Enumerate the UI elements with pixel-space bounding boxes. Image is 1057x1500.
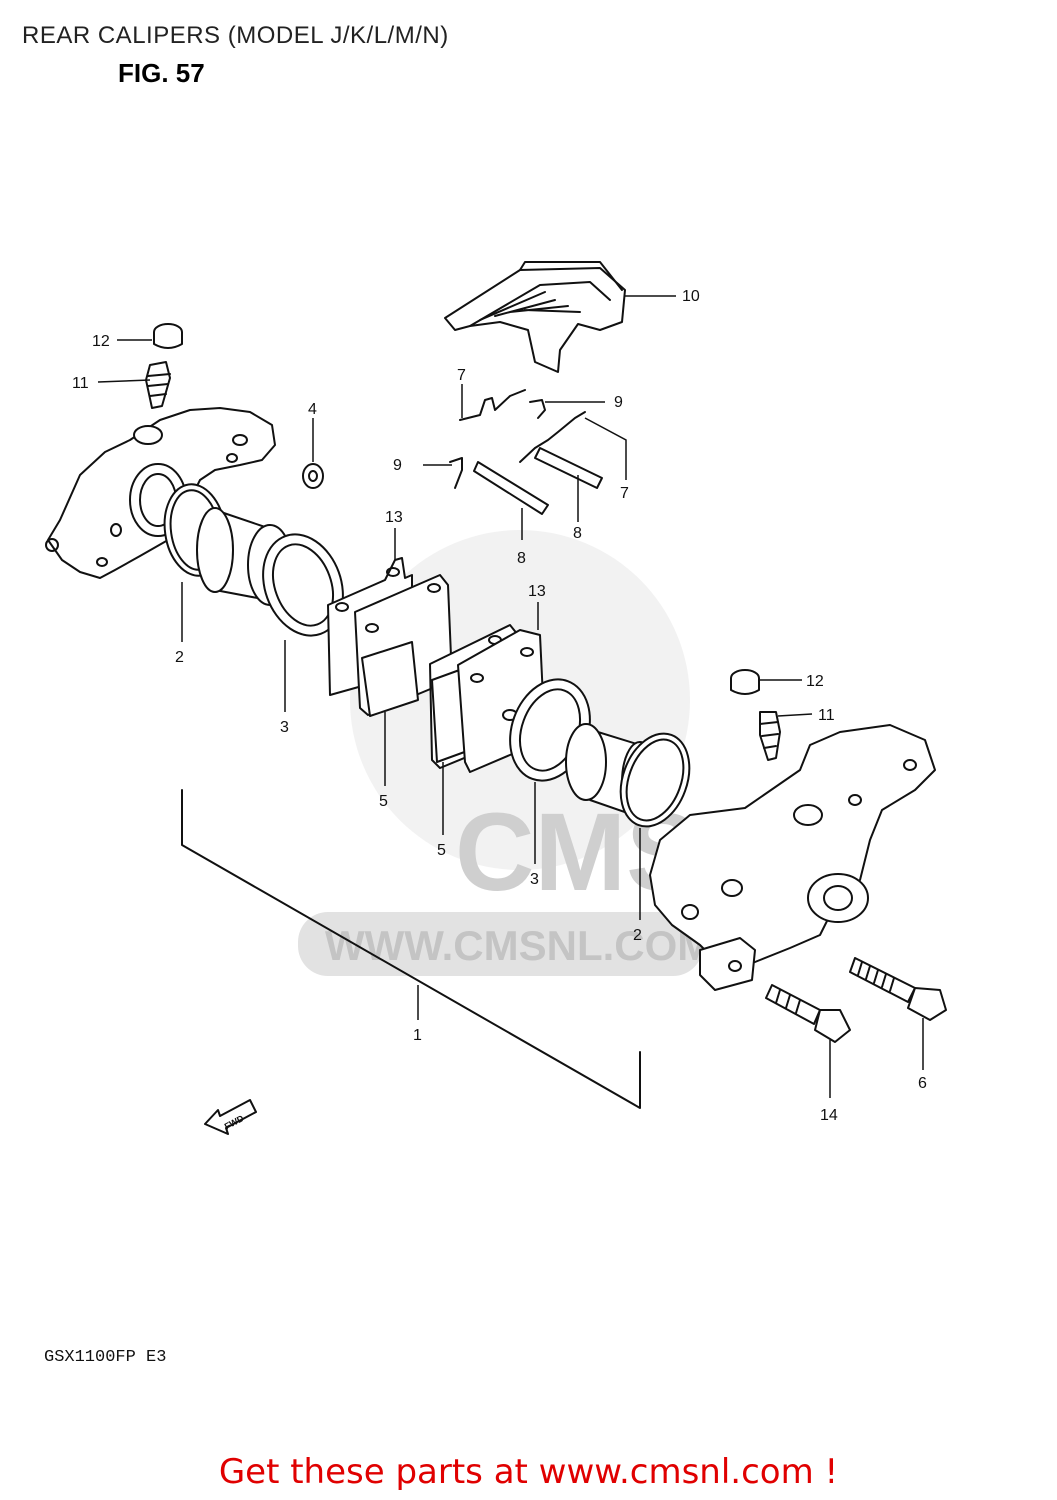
callout-12-right: 12 (806, 673, 824, 690)
callout-8-right: 8 (573, 525, 582, 542)
bleeder-cap-left (153, 323, 183, 349)
pin-clip-right (529, 399, 546, 419)
callout-7-lower: 7 (620, 485, 629, 502)
callout-10: 10 (682, 288, 700, 305)
callout-1: 1 (413, 1027, 422, 1044)
caliper-bolt-long (849, 957, 947, 1021)
washer (302, 463, 324, 489)
page-title: REAR CALIPERS (MODEL J/K/L/M/N) (22, 22, 449, 49)
caliper-bolt-short (765, 984, 851, 1043)
callout-9-right: 9 (614, 394, 623, 411)
callout-9-left: 9 (393, 457, 402, 474)
leader-lines (97, 295, 924, 1098)
fwd-arrow-icon: FWD (204, 1099, 257, 1135)
callout-12-left: 12 (92, 333, 110, 350)
callout-3-left: 3 (280, 719, 289, 736)
callout-5-right: 5 (437, 842, 446, 859)
callout-5-left: 5 (379, 793, 388, 810)
bleeder-valve-left (145, 361, 171, 409)
callout-13-right: 13 (528, 583, 546, 600)
pad-retainer-spring-upper (459, 389, 526, 421)
callout-11-left: 11 (72, 375, 89, 392)
pad-spring (444, 261, 626, 373)
bracket-bushing (699, 937, 756, 991)
assembly-bracket-1 (181, 789, 641, 1109)
pad-retainer-spring-lower (519, 411, 586, 463)
watermark-url-text: WWW.CMSNL.COM (325, 922, 712, 969)
pin-clip-left (449, 457, 463, 489)
callout-3-right: 3 (530, 871, 539, 888)
figure-label: FIG. 57 (118, 58, 205, 88)
callout-4: 4 (308, 401, 317, 418)
callout-7-upper: 7 (457, 367, 466, 384)
callout-14: 14 (820, 1107, 838, 1124)
callout-13-left: 13 (385, 509, 403, 526)
callout-8-left: 8 (517, 550, 526, 567)
bleeder-cap-right (730, 669, 760, 695)
bleeder-valve-right (759, 711, 781, 761)
callout-2-right: 2 (633, 927, 642, 944)
callout-labels: 12 11 4 2 3 13 5 5 13 3 2 10 7 9 9 7 8 8… (72, 288, 927, 1124)
footer-cta-link[interactable]: Get these parts at www.cmsnl.com ! (218, 1452, 839, 1492)
dust-seal-left (262, 533, 344, 637)
callout-2-left: 2 (175, 649, 184, 666)
pad-pin-right (534, 447, 603, 489)
callout-6: 6 (918, 1075, 927, 1092)
callout-11-right: 11 (818, 707, 835, 724)
piston-seal-right (619, 732, 691, 828)
pad-pin-left (473, 461, 549, 515)
caliper-bracket-right (649, 724, 936, 969)
model-code: GSX1100FP E3 (44, 1348, 167, 1367)
